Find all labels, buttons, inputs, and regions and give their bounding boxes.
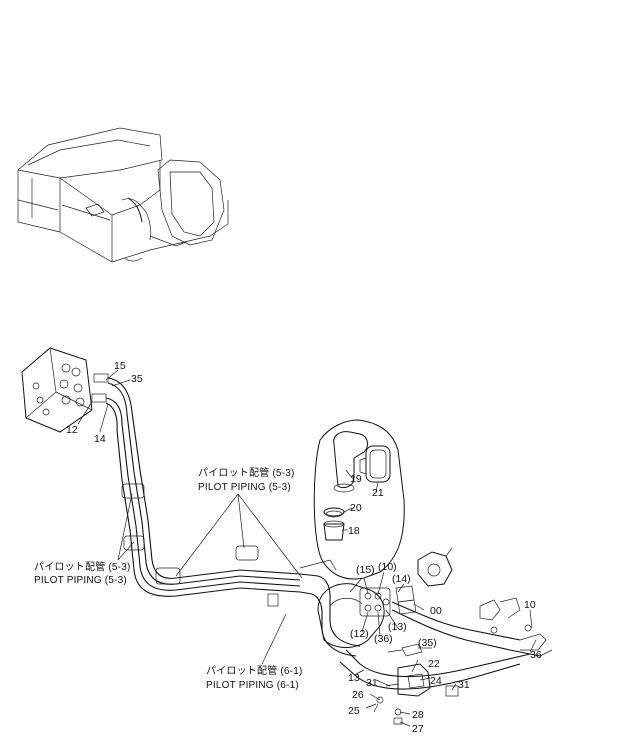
callout-00: 00 [430, 605, 442, 617]
control-valve [21, 347, 109, 433]
callout-35p: (35) [418, 637, 437, 649]
pilot-piping-5-3-left-jp: パイロット配管 (5-3) [34, 560, 131, 573]
callout-36: 36 [530, 649, 542, 661]
callout-21: 21 [372, 487, 384, 499]
callout-18: 18 [348, 525, 360, 537]
callout-36p: (36) [374, 633, 393, 645]
callout-24: 24 [430, 675, 442, 687]
pilot-piping-5-3-top-jp: パイロット配管 (5-3) [198, 466, 295, 479]
callout-28: 28 [412, 709, 424, 721]
pilot-piping-5-3-left-en: PILOT PIPING (5-3) [34, 575, 127, 586]
callout-27: 27 [412, 723, 424, 735]
pilot-piping-6-1-jp: パイロット配管 (6-1) [206, 664, 303, 677]
callout-10: 10 [524, 599, 536, 611]
swivel-joint [317, 583, 417, 648]
callout-31b: 31 [458, 679, 470, 691]
callout-12: 12 [66, 424, 78, 436]
detail-bubble [313, 419, 405, 593]
callout-14p: (14) [392, 573, 411, 585]
pilot-piping-6-1-en: PILOT PIPING (6-1) [206, 680, 299, 691]
machine-overview-sketch [17, 127, 229, 263]
callout-15: 15 [114, 360, 126, 372]
lower-bracket [373, 643, 459, 725]
callout-13p: (13) [388, 621, 407, 633]
callout-31a: 31 [366, 677, 378, 689]
callout-25: 25 [348, 705, 360, 717]
pilot-pipes [105, 377, 361, 657]
callout-15p: (15) [356, 564, 375, 576]
callout-13: 13 [348, 672, 360, 684]
callout-20: 20 [350, 502, 362, 514]
callout-10p: (10) [378, 561, 397, 573]
right-pipes [339, 547, 553, 690]
callout-26: 26 [352, 689, 364, 701]
leader-lines [77, 369, 537, 727]
callout-12p: (12) [350, 628, 369, 640]
pilot-piping-5-3-top-en: PILOT PIPING (5-3) [198, 482, 291, 493]
callout-14: 14 [94, 433, 106, 445]
callout-35: 35 [131, 373, 143, 385]
callout-22: 22 [428, 658, 440, 670]
callout-19: 19 [350, 473, 362, 485]
